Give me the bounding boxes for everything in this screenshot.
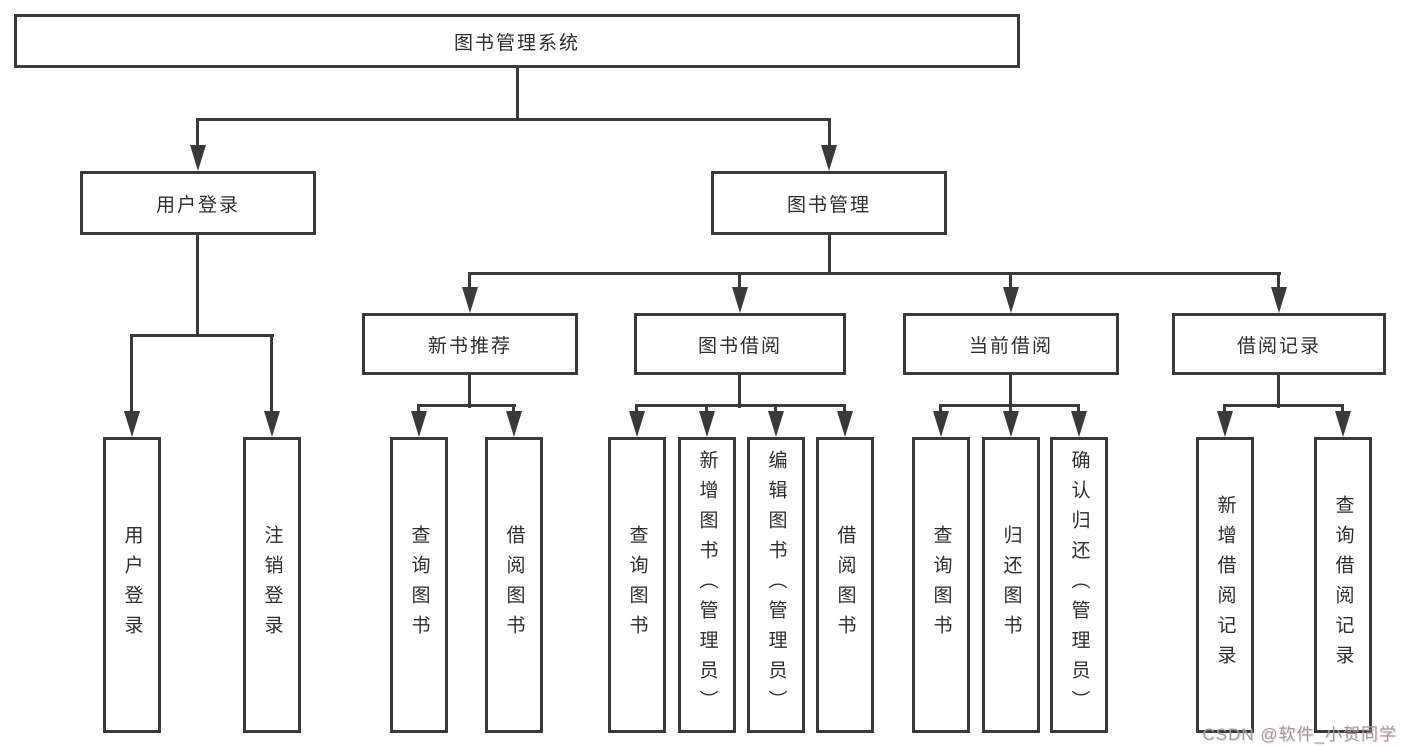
arrowhead-icon (837, 411, 853, 437)
arrowhead-icon (1271, 287, 1287, 313)
leaf-add-books-admin: 新增图书（管理员） (678, 437, 736, 733)
arrowhead-icon (821, 145, 837, 171)
connector-line (196, 118, 831, 121)
leaf-confirm-return-admin: 确认归还（管理员） (1050, 437, 1108, 733)
node-current-borrowing: 当前借阅 (903, 313, 1119, 375)
connector-line (270, 334, 273, 413)
node-user-login: 用户登录 (80, 171, 316, 235)
arrowhead-icon (190, 145, 206, 171)
connector-line (828, 235, 831, 275)
leaf-borrow-books: 借阅图书 (816, 437, 874, 733)
connector-line (1077, 404, 1080, 414)
leaf-user-login: 用户登录 (103, 437, 161, 733)
arrowhead-icon (699, 411, 715, 437)
arrowhead-icon (1217, 411, 1233, 437)
connector-line (130, 334, 274, 337)
connector-line (1277, 375, 1280, 408)
connector-line (130, 334, 133, 413)
connector-line (705, 404, 708, 414)
arrowhead-icon (411, 411, 427, 437)
leaf-query-books-recommend: 查询图书 (390, 437, 448, 733)
connector-line (843, 404, 846, 414)
leaf-logout: 注销登录 (243, 437, 301, 733)
node-borrowing-records: 借阅记录 (1172, 313, 1386, 375)
connector-line (1223, 404, 1344, 407)
arrowhead-icon (462, 287, 478, 313)
arrowhead-icon (1003, 287, 1019, 313)
arrowhead-icon (1003, 411, 1019, 437)
connector-line (516, 68, 519, 121)
arrowhead-icon (264, 411, 280, 437)
connector-line (512, 404, 515, 414)
connector-line (1009, 375, 1012, 408)
connector-line (774, 404, 777, 414)
connector-line (196, 235, 199, 337)
node-new-book-recommendation: 新书推荐 (362, 313, 578, 375)
connector-line (468, 272, 1281, 275)
arrowhead-icon (506, 411, 522, 437)
connector-line (417, 404, 420, 414)
node-book-management: 图书管理 (711, 171, 947, 235)
leaf-edit-books-admin: 编辑图书（管理员） (747, 437, 805, 733)
arrowhead-icon (732, 287, 748, 313)
connector-line (828, 118, 831, 146)
arrowhead-icon (1071, 411, 1087, 437)
leaf-query-borrow-record: 查询借阅记录 (1314, 437, 1372, 733)
connector-line (1009, 404, 1012, 414)
arrowhead-icon (768, 411, 784, 437)
connector-line (1277, 272, 1280, 289)
arrowhead-icon (124, 411, 140, 437)
connector-line (738, 272, 741, 289)
connector-line (1223, 404, 1226, 414)
connector-line (738, 375, 741, 408)
arrowhead-icon (629, 411, 645, 437)
csdn-watermark: CSDN @软件_小贺同学 (1202, 725, 1397, 744)
arrowhead-icon (1335, 411, 1351, 437)
connector-line (635, 404, 846, 407)
connector-line (939, 404, 942, 414)
leaf-query-books-borrowing: 查询图书 (608, 437, 666, 733)
leaf-query-books-current: 查询图书 (912, 437, 970, 733)
connector-line (196, 118, 199, 146)
arrowhead-icon (933, 411, 949, 437)
connector-line (417, 404, 516, 407)
leaf-borrow-books-recommend: 借阅图书 (485, 437, 543, 733)
connector-line (468, 375, 471, 408)
leaf-return-books: 归还图书 (982, 437, 1040, 733)
node-library-management-system: 图书管理系统 (14, 14, 1020, 68)
leaf-add-borrow-record: 新增借阅记录 (1196, 437, 1254, 733)
connector-line (1009, 272, 1012, 289)
node-book-borrowing: 图书借阅 (634, 313, 846, 375)
connector-line (468, 272, 471, 289)
connector-line (1341, 404, 1344, 414)
connector-line (635, 404, 638, 414)
